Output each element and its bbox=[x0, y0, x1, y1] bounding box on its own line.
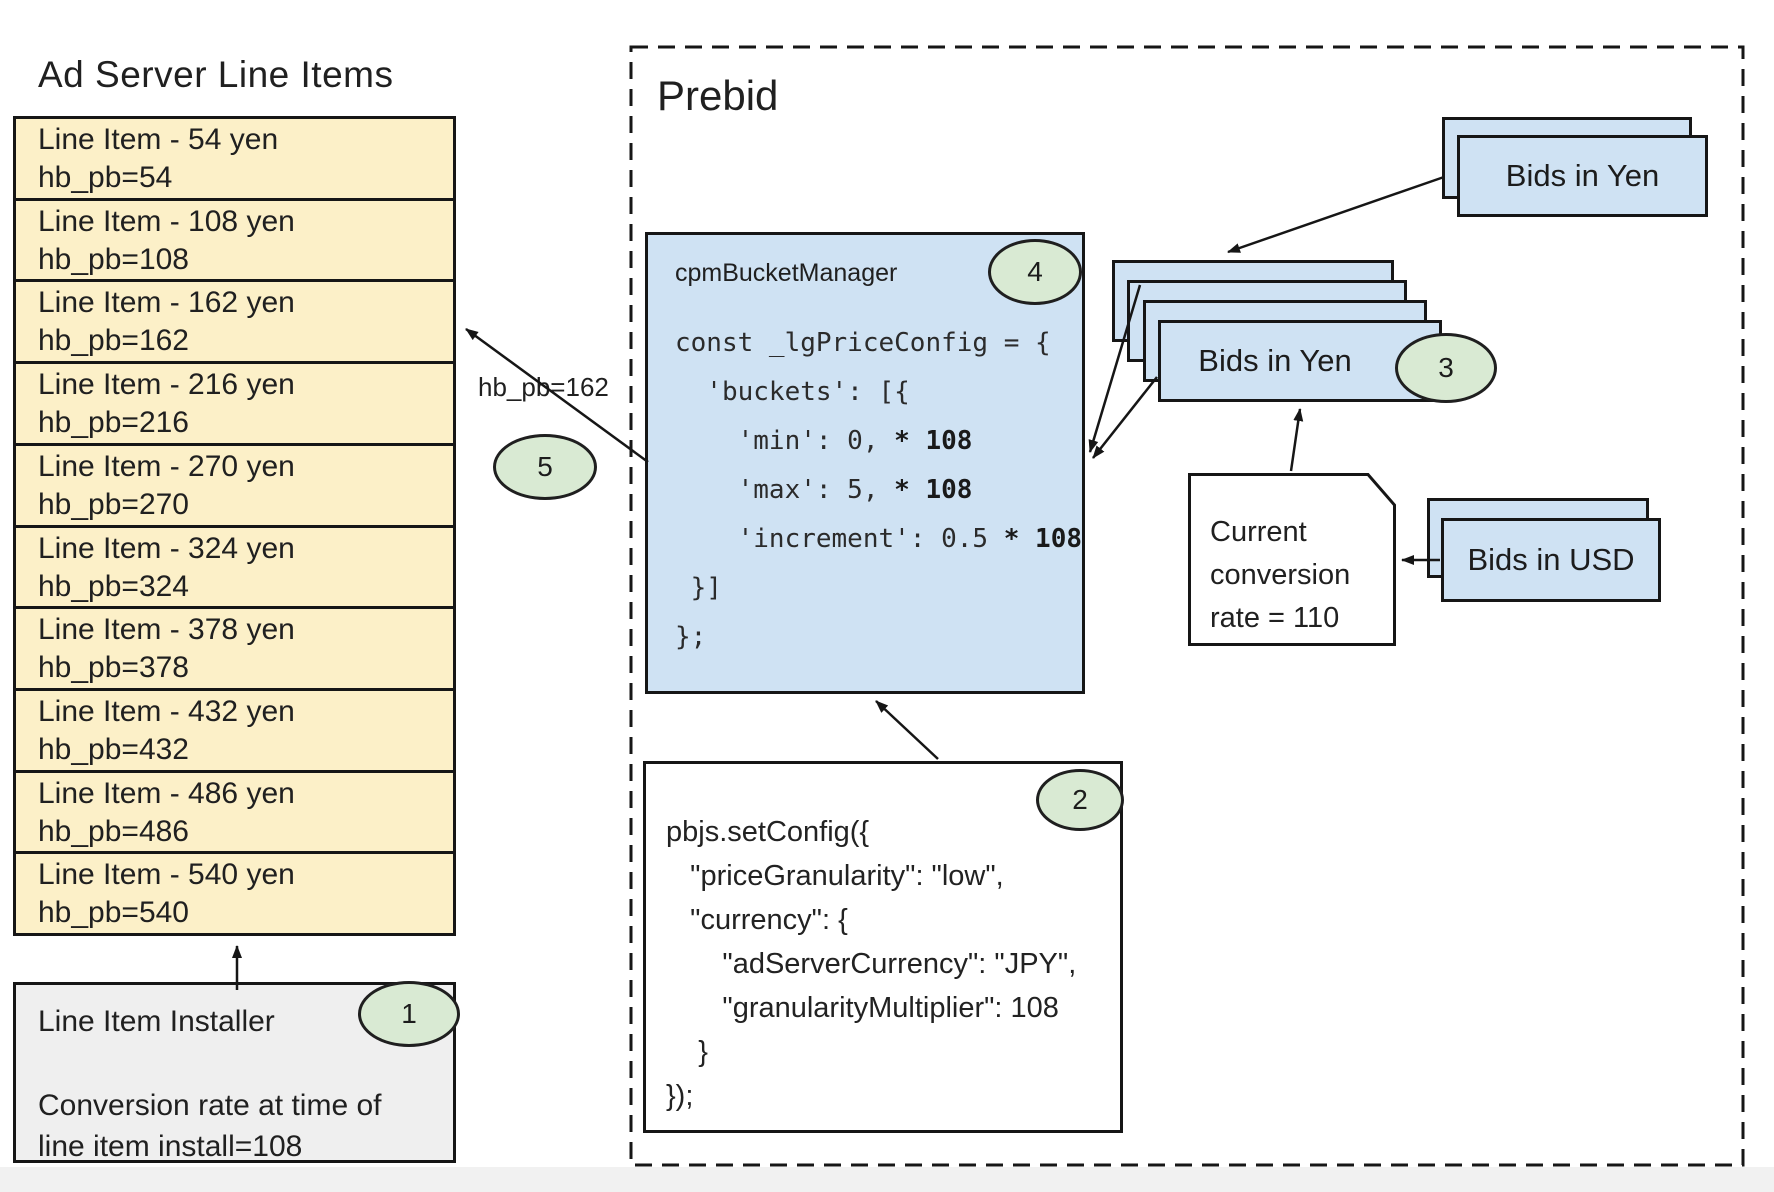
code-line: } bbox=[666, 1036, 708, 1068]
code-line: 'buckets': [{ bbox=[675, 377, 910, 407]
cpm-bucket-manager-box: cpmBucketManager const _lgPriceConfig = … bbox=[645, 232, 1085, 694]
line-item-hb-pb: hb_pb=162 bbox=[38, 324, 189, 358]
line-item-row: Line Item - 486 yen hb_pb=486 bbox=[16, 773, 453, 855]
code-line: }; bbox=[675, 622, 707, 652]
line-item-hb-pb: hb_pb=540 bbox=[38, 896, 189, 930]
line-item-title: Line Item - 324 yen bbox=[38, 531, 295, 565]
code-line: "granularityMultiplier": 108 bbox=[666, 992, 1059, 1024]
line-item-hb-pb: hb_pb=486 bbox=[38, 814, 189, 848]
step-5-badge: 5 bbox=[493, 434, 597, 500]
ad-server-title: Ad Server Line Items bbox=[38, 54, 394, 95]
arrow-note-to-yen-stack bbox=[1289, 408, 1304, 472]
line-item-title: Line Item - 540 yen bbox=[38, 858, 295, 892]
pbjs-setconfig-box: pbjs.setConfig({ "priceGranularity": "lo… bbox=[643, 761, 1124, 1133]
line-item-title: Line Item - 270 yen bbox=[38, 449, 295, 483]
line-item-hb-pb: hb_pb=378 bbox=[38, 651, 189, 685]
line-item-title: Line Item - 432 yen bbox=[38, 694, 295, 728]
hb-pb-arrow-label: hb_pb=162 bbox=[478, 372, 609, 402]
code-line: 'increment': 0.5 * 108 bbox=[675, 524, 1083, 554]
bucket-manager-code: const _lgPriceConfig = { 'buckets': [{ '… bbox=[675, 319, 1082, 662]
code-line: }); bbox=[666, 1080, 694, 1112]
line-item-row: Line Item - 540 yen hb_pb=540 bbox=[16, 854, 453, 933]
canvas-edge-strip bbox=[0, 1167, 1774, 1192]
code-line: }] bbox=[675, 573, 722, 603]
line-item-hb-pb: hb_pb=270 bbox=[38, 487, 189, 521]
code-line: 'min': 0, * 108 bbox=[675, 426, 973, 456]
conversion-rate-note: Current conversion rate = 110 bbox=[1188, 473, 1396, 646]
prebid-label: Prebid bbox=[657, 72, 779, 119]
code-line: pbjs.setConfig({ bbox=[666, 816, 870, 848]
line-item-title: Line Item - 108 yen bbox=[38, 204, 295, 238]
step-2-badge: 2 bbox=[1036, 769, 1124, 831]
bids-in-usd-card: Bids in USD bbox=[1441, 518, 1661, 602]
line-item-row: Line Item - 216 yen hb_pb=216 bbox=[16, 364, 453, 446]
setconfig-code: pbjs.setConfig({ "priceGranularity": "lo… bbox=[666, 810, 1076, 1118]
line-item-hb-pb: hb_pb=54 bbox=[38, 161, 173, 194]
line-item-installer-box: Line Item Installer Conversion rate at t… bbox=[13, 981, 460, 1163]
installer-body: Conversion rate at time of line item ins… bbox=[38, 1089, 382, 1163]
code-line: const _lgPriceConfig = { bbox=[675, 328, 1051, 358]
code-line: "priceGranularity": "low", bbox=[666, 860, 1004, 892]
line-item-hb-pb: hb_pb=108 bbox=[38, 242, 189, 276]
step-4-badge: 4 bbox=[988, 239, 1082, 305]
step-3-badge: 3 bbox=[1395, 333, 1497, 403]
code-line: 'max': 5, * 108 bbox=[675, 475, 973, 505]
line-item-hb-pb: hb_pb=432 bbox=[38, 732, 189, 766]
code-line: "adServerCurrency": "JPY", bbox=[666, 948, 1077, 980]
line-item-row: Line Item - 432 yen hb_pb=432 bbox=[16, 691, 453, 773]
line-item-hb-pb: hb_pb=324 bbox=[38, 569, 189, 603]
arrow-yen-top-to-stack bbox=[1227, 175, 1445, 254]
bids-in-yen-top-card: Bids in Yen bbox=[1457, 135, 1708, 217]
line-item-row: Line Item - 378 yen hb_pb=378 bbox=[16, 609, 453, 691]
installer-title: Line Item Installer bbox=[38, 1005, 275, 1038]
line-item-hb-pb: hb_pb=216 bbox=[38, 406, 189, 440]
line-item-title: Line Item - 216 yen bbox=[38, 368, 295, 402]
line-item-row: Line Item - 324 yen hb_pb=324 bbox=[16, 528, 453, 610]
line-item-row: Line Item - 54 yen hb_pb=54 bbox=[16, 119, 453, 201]
line-item-row: Line Item - 108 yen hb_pb=108 bbox=[16, 201, 453, 283]
line-items-table: Line Item - 54 yen hb_pb=54 Line Item - … bbox=[13, 116, 456, 936]
conversion-rate-text: Current conversion rate = 110 bbox=[1210, 516, 1351, 634]
line-item-row: Line Item - 162 yen hb_pb=162 bbox=[16, 282, 453, 365]
arrow-setconfig-to-bucket bbox=[875, 700, 939, 760]
line-item-row: Line Item - 270 yen hb_pb=270 bbox=[16, 446, 453, 528]
step-1-badge: 1 bbox=[358, 981, 460, 1047]
line-item-title: Line Item - 378 yen bbox=[38, 613, 295, 647]
code-line: "currency": { bbox=[666, 904, 848, 936]
line-item-title: Line Item - 486 yen bbox=[38, 776, 295, 810]
line-item-title: Line Item - 54 yen bbox=[38, 123, 279, 156]
bucket-manager-title: cpmBucketManager bbox=[675, 259, 898, 287]
line-item-title: Line Item - 162 yen bbox=[38, 286, 295, 320]
arrow-yen-stack-to-bucket-2 bbox=[1092, 376, 1158, 459]
